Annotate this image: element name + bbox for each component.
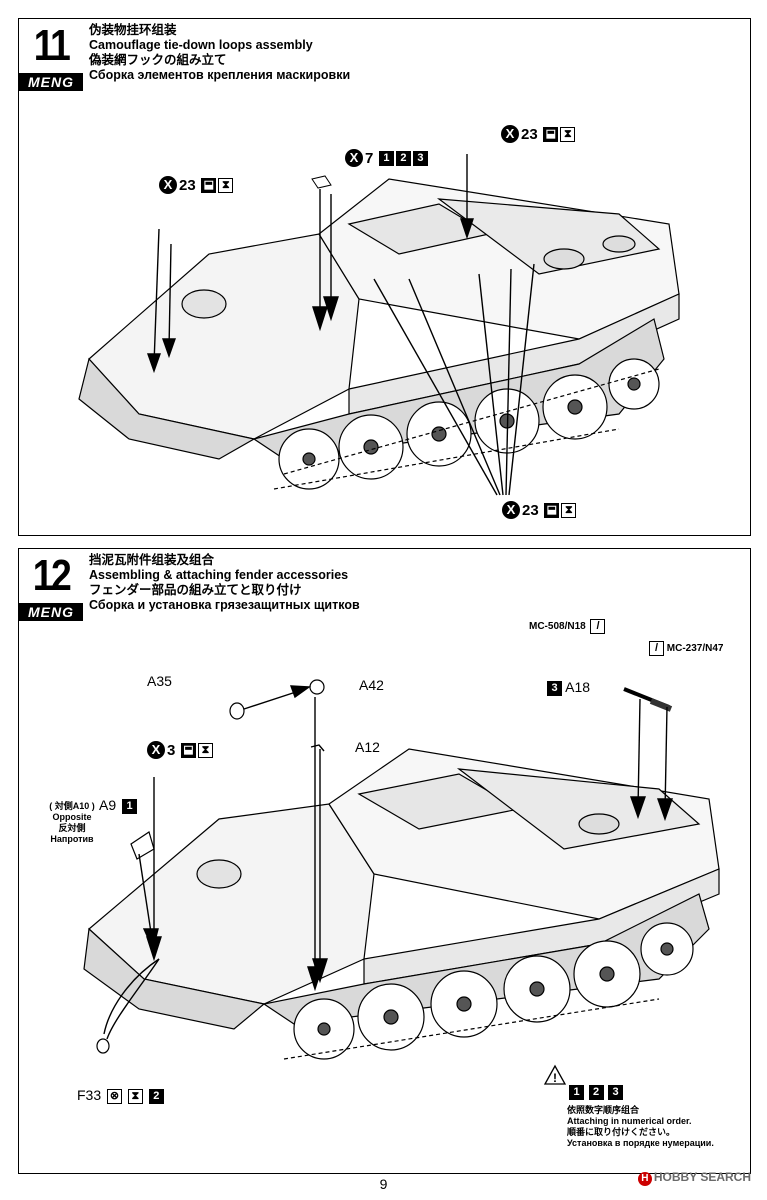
step-ref: 1 — [122, 798, 138, 814]
callout-qty: 7 — [365, 149, 374, 167]
callout-qty: 23 — [179, 176, 196, 194]
step-ref: 3 — [547, 680, 562, 696]
brand-logo: MENG — [19, 603, 83, 621]
order-text-en: Attaching in numerical order. — [567, 1116, 692, 1126]
step-badge: 11 MENG — [19, 19, 83, 99]
part-label-a12: A12 — [355, 739, 380, 755]
tank-assembly-diagram — [78, 154, 680, 496]
cut-icon: ⧗ — [218, 177, 234, 193]
cut-icon: ⧗ — [560, 126, 576, 142]
cut-icon: ⧗ — [561, 502, 577, 518]
opposite-note: ( 対側A10 ) Opposite 反対側 Напротив — [37, 801, 107, 845]
title-en: Camouflage tie-down loops assembly — [89, 38, 313, 52]
glue-icon: ⬓ — [180, 742, 196, 758]
part-label-a42: A42 — [359, 677, 384, 693]
order-text-zh: 依照数字顺序组合 — [567, 1105, 640, 1115]
paint-mc237: / MC-237/N47 — [647, 641, 723, 656]
part-label-a35: A35 — [147, 673, 172, 689]
callout-qty: 23 — [521, 125, 538, 143]
tank-fender-diagram: ! — [83, 679, 720, 1085]
title-zh: 伪装物挂环组装 — [89, 23, 177, 37]
part-id: F33 — [77, 1087, 102, 1103]
step-badge: 12 MENG — [19, 549, 83, 629]
opposite-ru: Напротив — [50, 834, 94, 844]
title-en: Assembling & attaching fender accessorie… — [89, 568, 349, 582]
x-marker-icon: X — [345, 149, 363, 167]
title-ru: Сборка и установка грязезащитных щитков — [89, 598, 360, 612]
callout-qty: 3 — [167, 741, 176, 759]
part-label-a18: 3 A18 — [545, 679, 590, 696]
order-text-ja: 順番に取り付けください。 — [567, 1127, 676, 1137]
step-titles: 伪装物挂环组装 Camouflage tie-down loops assemb… — [89, 23, 350, 83]
brand-logo: MENG — [19, 73, 83, 91]
paint-mc508: MC-508/N18 / — [529, 619, 606, 634]
brush-icon: / — [649, 641, 664, 656]
step-12-panel: 12 MENG 挡泥瓦附件组装及组合 Assembling & attachin… — [18, 548, 751, 1174]
step-ref: 2 — [148, 1088, 164, 1104]
part-label-f33: F33 ⊗ ⧗ 2 — [77, 1087, 164, 1104]
glue-icon: ⬓ — [544, 502, 560, 518]
cut-icon: ⧗ — [127, 1088, 143, 1104]
hobby-search-logo-icon: H — [637, 1172, 652, 1186]
title-ja: フェンダー部品の組み立てと取り付け — [89, 583, 302, 597]
step-titles: 挡泥瓦附件组装及组合 Assembling & attaching fender… — [89, 553, 360, 613]
order-step-3: 3 — [608, 1085, 624, 1100]
step-11-panel: 11 MENG 伪装物挂环组装 Camouflage tie-down loop… — [18, 18, 751, 536]
paint-code: MC-508/N18 — [529, 621, 586, 633]
step-ref-2: 2 — [395, 150, 411, 166]
watermark-text: HOBBY SEARCH — [653, 1170, 751, 1184]
step-ref-3: 3 — [412, 150, 428, 166]
page-number: 9 — [379, 1176, 388, 1192]
opposite-zh: ( 対側A10 ) — [49, 801, 95, 811]
title-ru: Сборка элементов крепления маскировки — [89, 68, 351, 82]
opposite-ja: 反対側 — [58, 823, 86, 833]
part-label-a9: A9 1 — [99, 797, 138, 814]
step-number: 12 — [23, 549, 79, 603]
paint-code: MC-237/N47 — [666, 643, 724, 655]
order-step-2: 2 — [588, 1085, 604, 1100]
no-glue-icon: ⊗ — [107, 1088, 123, 1104]
title-ja: 偽装網フックの組み立て — [89, 53, 227, 67]
glue-icon: ⬓ — [201, 177, 217, 193]
glue-icon: ⬓ — [543, 126, 559, 142]
x-marker-icon: X — [159, 176, 177, 194]
step-ref-1: 1 — [378, 150, 394, 166]
cut-icon: ⧗ — [197, 742, 213, 758]
order-text-ru: Установка в порядке нумерации. — [567, 1138, 714, 1148]
opposite-en: Opposite — [52, 812, 92, 822]
x-marker-icon: X — [501, 125, 519, 143]
part-id: A9 — [99, 797, 117, 813]
x-marker-icon: X — [502, 501, 520, 519]
svg-text:!: ! — [553, 1071, 557, 1085]
callout-qty: 23 — [522, 501, 539, 519]
brush-icon: / — [590, 619, 606, 634]
part-id: A18 — [565, 679, 591, 695]
title-zh: 挡泥瓦附件组装及组合 — [89, 553, 215, 567]
x-marker-icon: X — [147, 741, 165, 759]
step-number: 11 — [23, 19, 79, 73]
numeric-order-note: 1 2 3 依照数字顺序组合 Attaching in numerical or… — [567, 1085, 714, 1149]
order-step-1: 1 — [569, 1085, 584, 1100]
